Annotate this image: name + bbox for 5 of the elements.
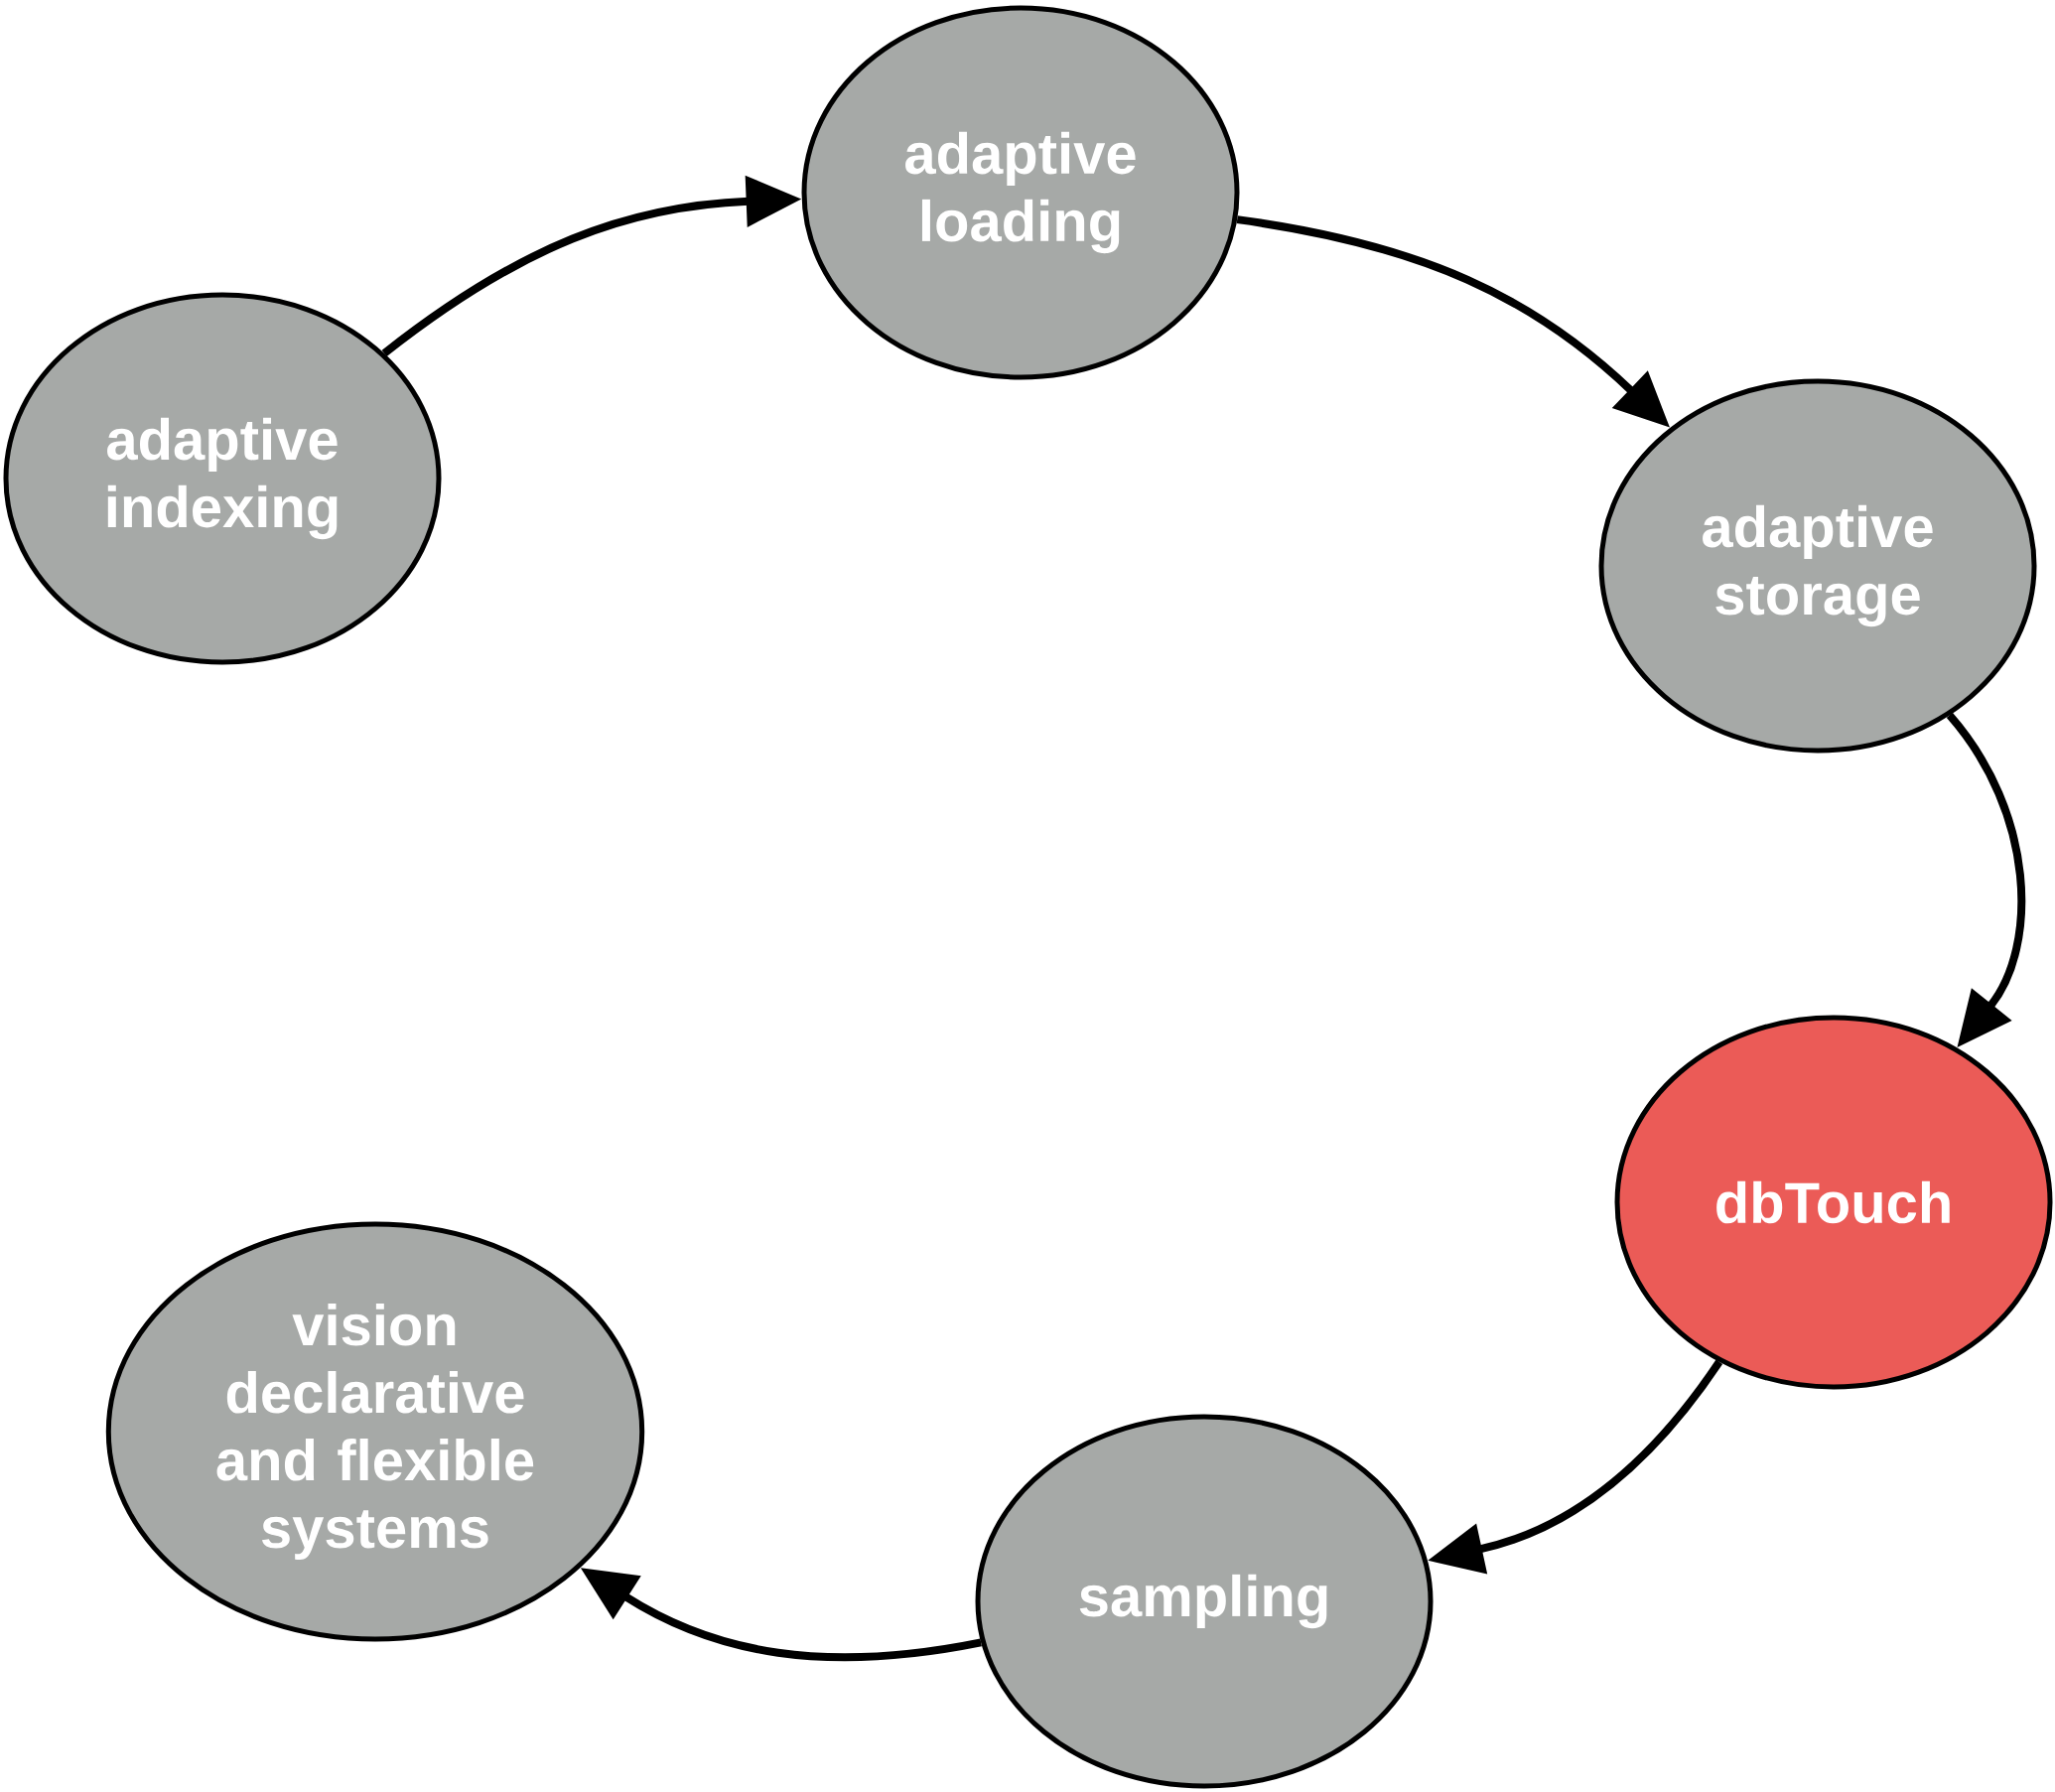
ellipse-node: vision declarative and flexible systems [105,1221,645,1642]
ellipse-node: adaptive storage [1598,378,2037,754]
ellipse-node: sampling [975,1414,1434,1789]
ellipse-node: adaptive loading [801,5,1240,380]
ellipse-node: adaptive indexing [3,292,442,665]
